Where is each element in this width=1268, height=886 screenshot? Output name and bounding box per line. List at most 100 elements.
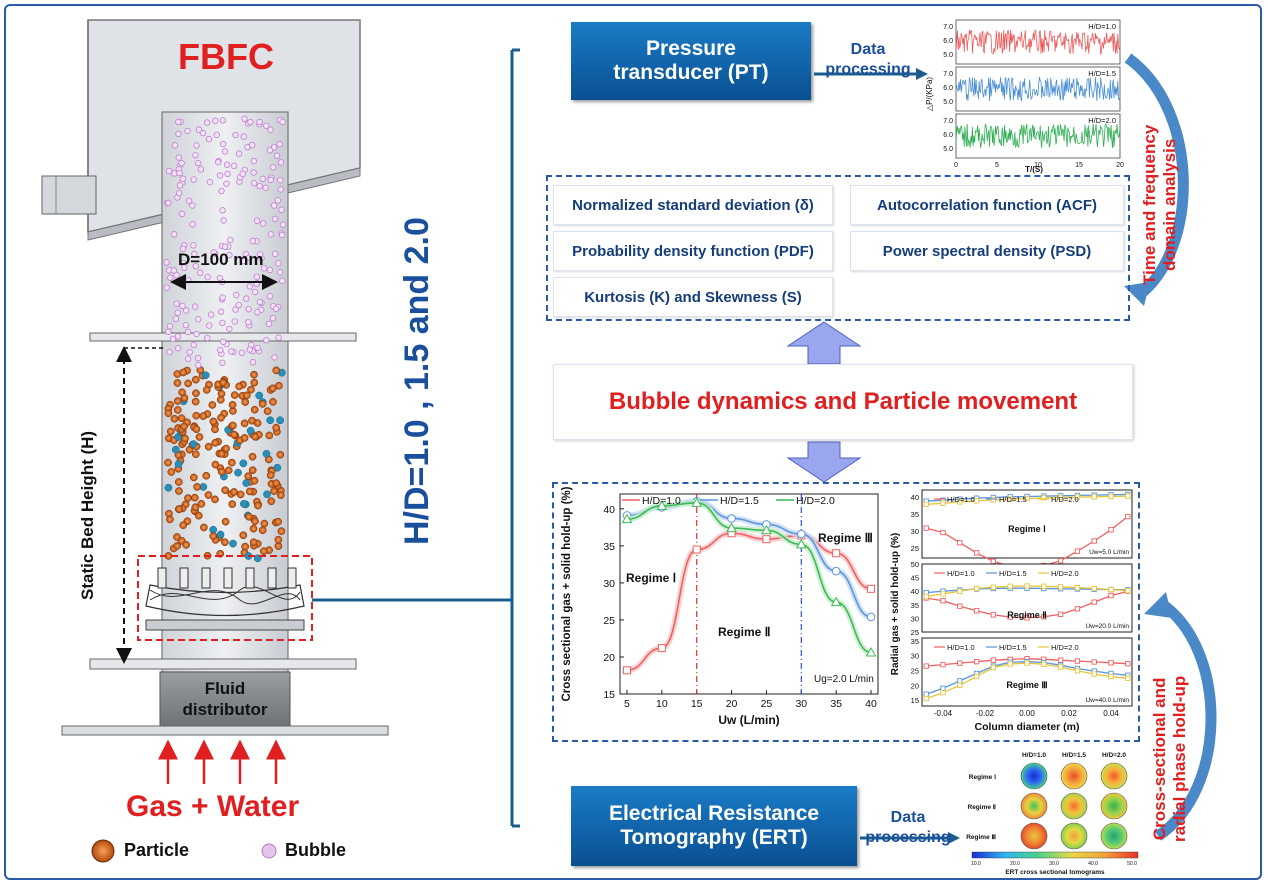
particle-dot (250, 370, 258, 379)
radial-point (1057, 664, 1064, 670)
bubble-dot (165, 167, 173, 175)
radial-point (1024, 583, 1030, 589)
bubble-dot (267, 126, 274, 133)
radial-panel-frame (921, 563, 1133, 633)
radial-point (1057, 611, 1064, 617)
bubble-dot (175, 154, 182, 161)
pt-box-line2: transducer (PT) (613, 61, 769, 84)
main-y-tick: 20 (603, 652, 615, 664)
bubble-dot (274, 197, 282, 204)
bubble-dot (207, 311, 215, 318)
bubble-dot (204, 273, 211, 281)
particle-dot (250, 405, 259, 414)
radial-point (1041, 661, 1047, 667)
radial-point (1108, 592, 1114, 599)
bubble-dot (277, 159, 285, 166)
bubble-dot (277, 186, 284, 193)
metrics-panel (546, 175, 1130, 321)
pt-signal-line (955, 29, 1121, 56)
particle-dot (190, 493, 199, 502)
bubble-dot (245, 254, 252, 262)
ert-col-label: H/D=1.0 (1022, 752, 1046, 759)
bubble-dot (224, 170, 231, 178)
holdup-charts-panel (552, 482, 1140, 742)
fbfc-title: FBFC (178, 36, 274, 77)
bubble-dot (179, 175, 187, 182)
particle-dot (269, 398, 277, 406)
metric-psd: Power spectral density (PSD) (850, 231, 1124, 271)
bubble-dot (279, 118, 286, 126)
bubbles (163, 115, 287, 369)
ert-box-line1: Electrical Resistance (608, 801, 820, 825)
radial-legend-label: H/D=1.0 (947, 495, 975, 504)
bubble-dot (178, 210, 186, 218)
bubble-dynamics-box: Bubble dynamics and Particle movement (553, 364, 1133, 440)
particle-dot (258, 400, 267, 408)
bubble-dot (179, 245, 187, 252)
bubble-dot (262, 184, 269, 191)
ert-data-processing: Data processing (858, 808, 958, 848)
particle-dot (181, 434, 189, 443)
particle-dot (270, 487, 278, 495)
bubble-dot (265, 320, 273, 328)
bubble-dot (226, 251, 233, 259)
bubble-dot (269, 314, 277, 322)
ert-scale-tick: 30.0 (1049, 861, 1059, 867)
ert-colorbar (971, 851, 1139, 859)
pt-panel-label: H/D=2.0 (1088, 116, 1116, 125)
bubble-dot (219, 294, 226, 301)
pt-data-processing-line2: processing (825, 61, 911, 78)
bubble-dot (266, 147, 274, 154)
particle-dot (230, 488, 238, 496)
radial-point (1074, 668, 1081, 674)
pt-x-tick: 0 (954, 162, 958, 169)
bubble-legend-label: Bubble (285, 840, 346, 860)
main-x-tick: 30 (795, 698, 807, 710)
particle-dot (229, 421, 237, 430)
particle-dot (228, 458, 236, 467)
radial-y-tick: 35 (911, 601, 919, 610)
main-point-triangle (865, 646, 877, 657)
radial-point (1091, 659, 1097, 665)
up-arrow (786, 321, 862, 365)
radial-point (923, 691, 929, 697)
radial-y-tick: 30 (911, 614, 919, 623)
bubble-dot (271, 354, 278, 361)
bubble-dot (184, 328, 192, 336)
bubble-dot (181, 264, 188, 271)
particle-dot (266, 471, 275, 480)
radial-point (1125, 588, 1131, 594)
radial-point (957, 660, 963, 666)
particle-dot (211, 439, 220, 447)
main-x-tick: 25 (761, 698, 773, 710)
ert-row-label: Regime Ⅱ (968, 803, 997, 811)
main-regime1-label: Regime Ⅰ (626, 571, 676, 585)
bubble-dot (171, 170, 178, 177)
metric-pdf: Probability density function (PDF) (553, 231, 833, 271)
bubble-dot (279, 277, 286, 285)
particle-dot (234, 468, 242, 477)
main-point-square (692, 545, 701, 554)
radial-x-tick: 0.04 (1103, 709, 1119, 718)
bubble-dot (186, 349, 193, 356)
pt-x-tick: 5 (995, 162, 999, 169)
particle-dot (217, 413, 225, 422)
particle-dot (274, 535, 283, 544)
radial-point (1125, 661, 1131, 667)
radial-legend-label: H/D=1.5 (999, 495, 1027, 504)
pt-x-tick: 10 (1034, 162, 1042, 169)
bubble-dot (273, 305, 280, 312)
bubble-dot (232, 306, 239, 313)
bubble-dot (185, 197, 193, 205)
radial-panel-frame (921, 489, 1133, 559)
bubble-dot (259, 220, 267, 227)
radial-point (923, 593, 929, 600)
bubble-dot (250, 180, 258, 187)
particle-dot (249, 538, 258, 547)
main-x-tick: 20 (726, 698, 738, 710)
main-point-circle (727, 514, 736, 523)
particle-dot (180, 422, 188, 431)
particle-dot (277, 527, 286, 536)
bubble-dot (217, 308, 225, 315)
